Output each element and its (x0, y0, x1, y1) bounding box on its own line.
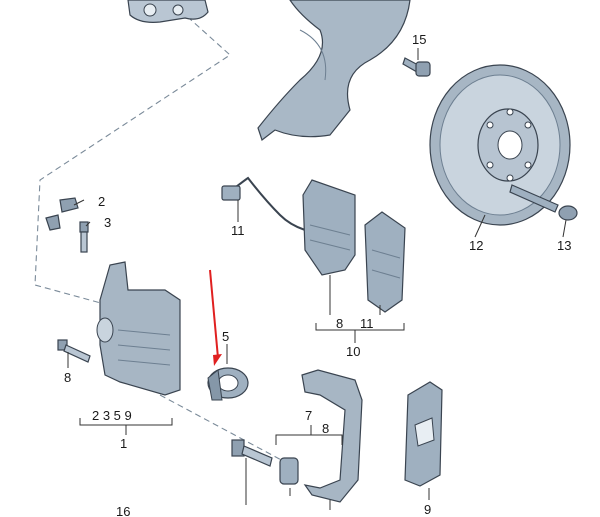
label-10: 10 (346, 344, 360, 359)
bolt-15 (402, 57, 431, 77)
label-9: 9 (424, 502, 431, 517)
brake-disc (429, 64, 571, 226)
caliper-carrier-bracket (301, 369, 363, 503)
label-2: 2 (98, 194, 105, 209)
label-11-pad: 11 (360, 316, 374, 331)
wear-sensor-11 (221, 176, 306, 231)
label-1: 1 (120, 436, 127, 451)
label-8-bolt: 8 (64, 370, 71, 385)
leader-lines (67, 48, 567, 510)
brake-pad-right (364, 211, 406, 313)
label-3: 3 (104, 215, 111, 230)
part-labels: 15 2 3 11 12 13 8 11 10 5 8 2 3 5 9 1 7 … (64, 32, 571, 517)
red-arrow-indicator (209, 269, 222, 366)
label-12: 12 (469, 238, 483, 253)
label-8-pin: 8 (322, 421, 329, 436)
label-5: 5 (222, 329, 229, 344)
piston-seal-5 (207, 367, 249, 401)
label-13: 13 (557, 238, 571, 253)
label-16: 16 (116, 504, 130, 517)
label-group-1: 2 3 5 9 (92, 408, 132, 423)
label-15: 15 (412, 32, 426, 47)
dashed-guide-lines (34, 9, 301, 471)
bolts-2-3 (45, 197, 89, 253)
steering-knuckle-fragment (127, 0, 209, 23)
bolt-8-left (57, 339, 91, 363)
label-7: 7 (305, 408, 312, 423)
label-11-sensor: 11 (231, 223, 245, 238)
brake-pad-left (302, 179, 356, 276)
brake-caliper (96, 261, 181, 396)
pad-spring-9 (404, 381, 443, 487)
guide-pin-7-8 (231, 439, 299, 485)
splash-shield (257, 0, 411, 141)
label-8-pad: 8 (336, 316, 343, 331)
bolt-13 (509, 184, 578, 221)
